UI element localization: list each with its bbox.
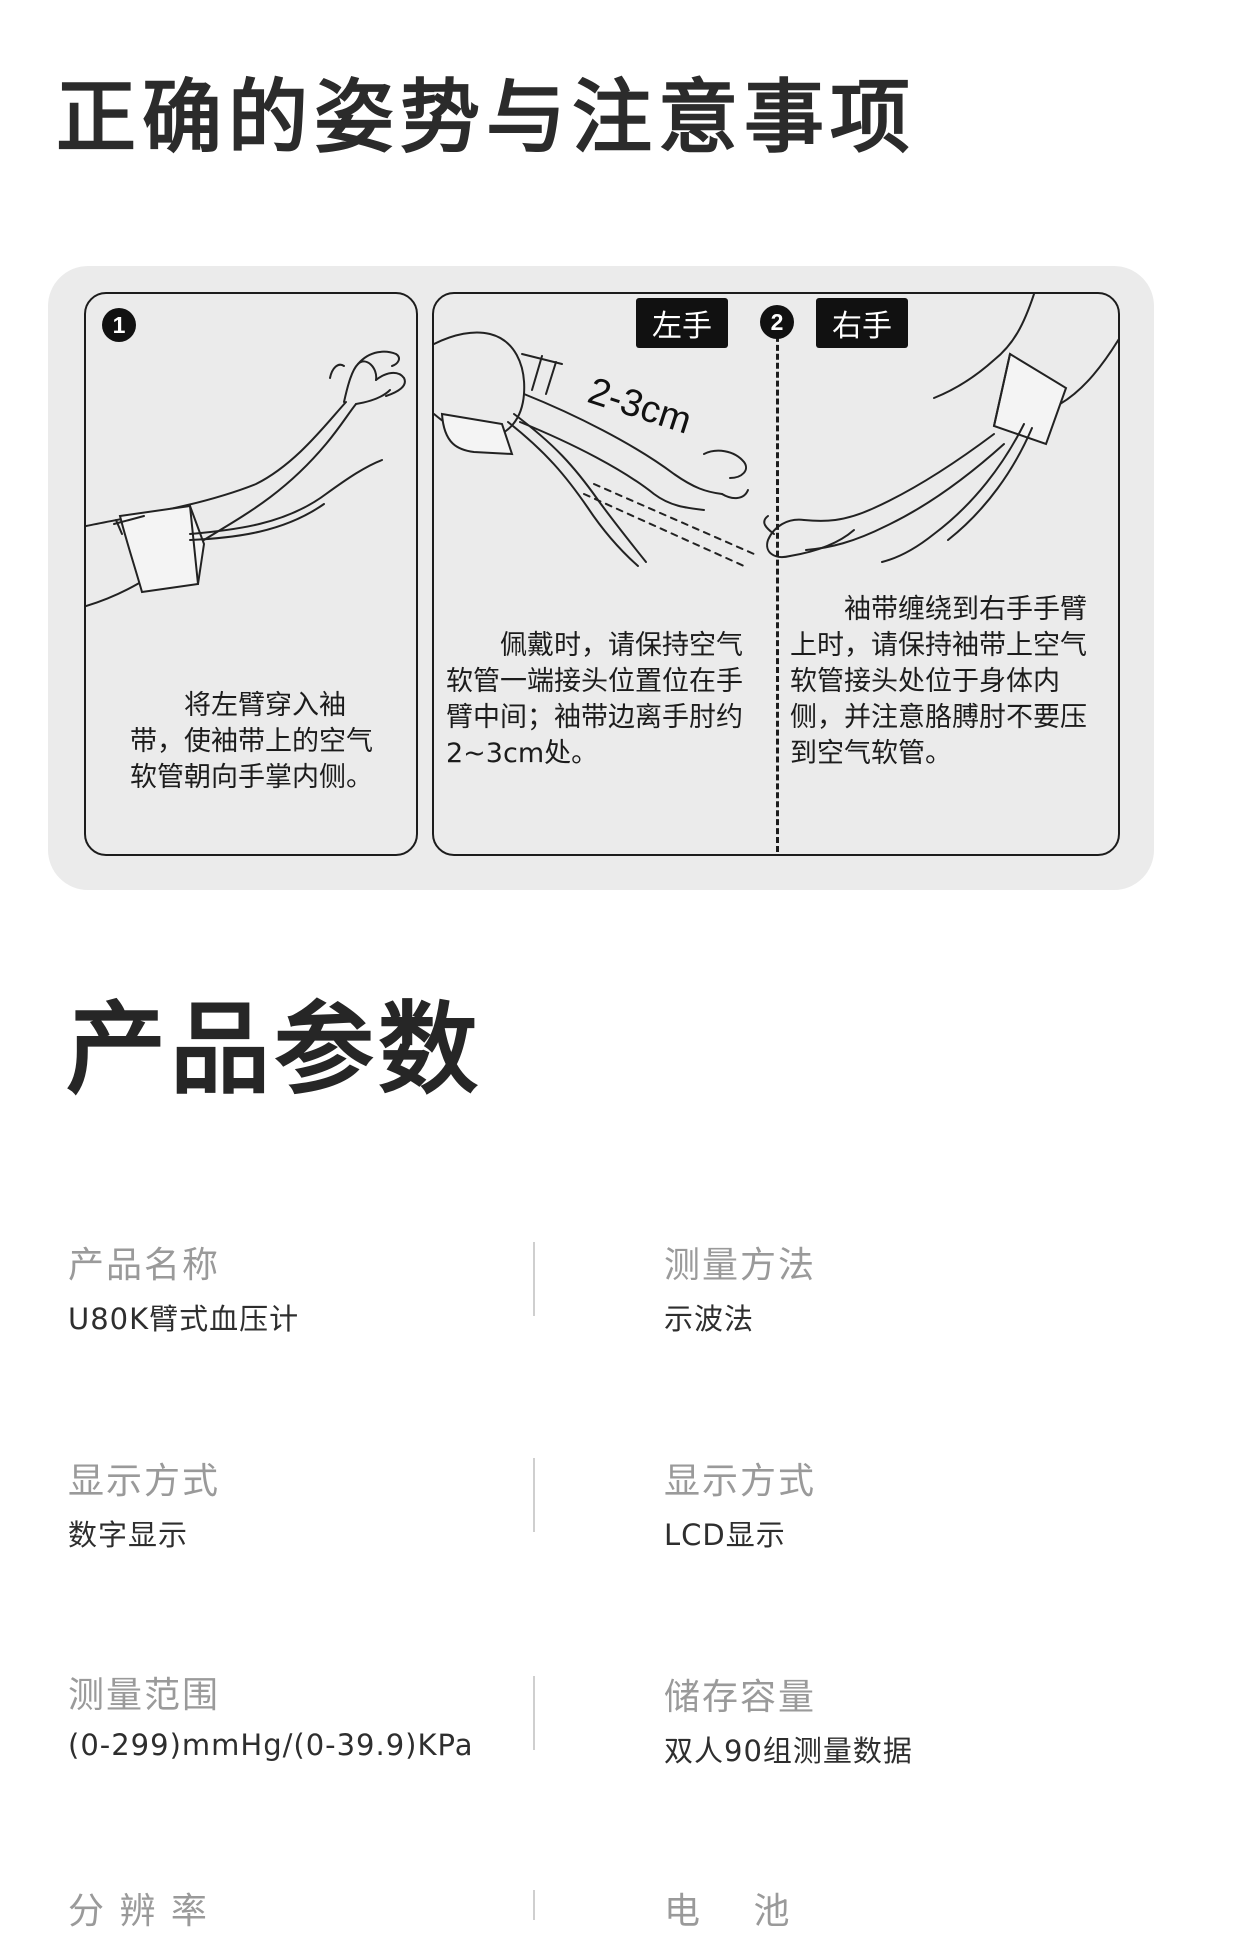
- spec-divider: [533, 1242, 535, 1316]
- spec-divider: [533, 1676, 535, 1750]
- spec-label-display-type: 显示方式: [664, 1461, 817, 1502]
- left-right-arm-illustration: [434, 294, 1118, 567]
- section-title-posture: 正确的姿势与注意事项: [56, 71, 916, 164]
- step2-right-note: 袖带缠绕到右手手臂上时，请保持袖带上空气软管接头处位于身体内侧，并注意胳膊肘不要…: [790, 594, 1087, 769]
- step1-note: 将左臂穿入袖带，使袖带上的空气软管朝向手掌内侧。: [130, 690, 373, 793]
- instruction-card-step1: 1 将左臂穿入袖带，使袖带上的空气软管朝向手掌内侧。: [84, 292, 418, 856]
- spec-value-method: 示波法: [664, 1302, 755, 1336]
- right-hand-tag: 右手: [816, 298, 908, 348]
- spec-label-method: 测量方法: [664, 1245, 817, 1286]
- spec-value-display-type: LCD显示: [664, 1518, 786, 1552]
- spec-value-product-name: U80K臂式血压计: [68, 1302, 300, 1336]
- spec-label-range: 测量范围: [68, 1675, 221, 1716]
- spec-label-storage: 储存容量: [664, 1677, 817, 1718]
- spec-value-storage: 双人90组测量数据: [664, 1734, 913, 1768]
- step-number-1: 1: [102, 308, 136, 342]
- step2-left-note: 佩戴时，请保持空气软管一端接头位置位在手臂中间；袖带边离手肘约2~3cm处。: [446, 630, 743, 769]
- spec-label-battery: 电 池: [664, 1891, 792, 1932]
- spec-label-product-name: 产品名称: [68, 1245, 221, 1286]
- spec-divider: [533, 1458, 535, 1532]
- left-hand-tag: 左手: [636, 298, 728, 348]
- spec-label-resolution: 分 辨 率: [68, 1891, 209, 1932]
- spec-divider: [533, 1890, 535, 1920]
- spec-value-range: (0-299)mmHg/(0-39.9)KPa: [68, 1728, 474, 1762]
- spec-label-display: 显示方式: [68, 1461, 221, 1502]
- section-title-specs: 产品参数: [66, 991, 482, 1108]
- arm-cuff-illustration: [86, 350, 406, 607]
- spec-value-display: 数字显示: [68, 1518, 189, 1552]
- step-number-2: 2: [760, 305, 794, 339]
- left-right-divider: [776, 318, 779, 852]
